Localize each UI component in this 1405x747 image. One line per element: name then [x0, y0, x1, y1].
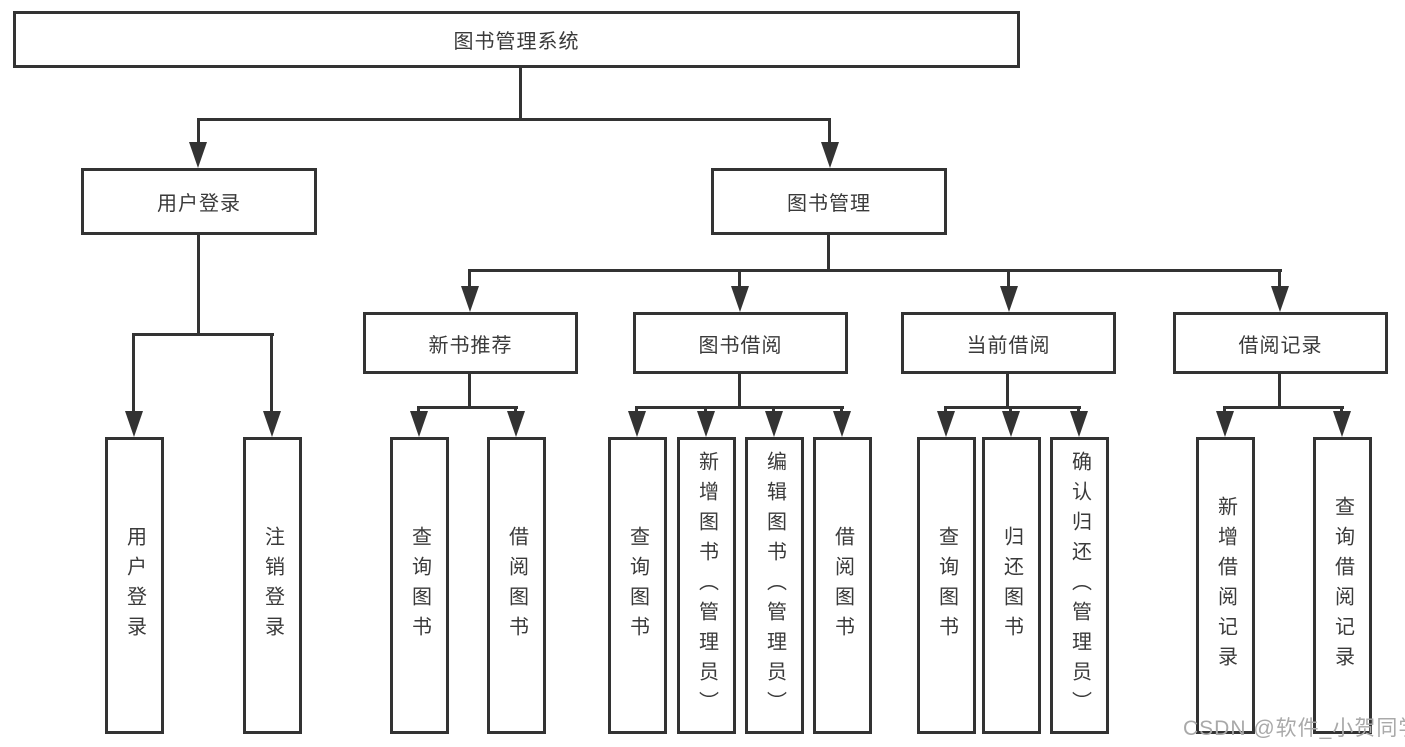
leaf-add-borrow-record-label: 新增借阅记录 — [1214, 495, 1237, 676]
arrow-down-user-login — [189, 142, 207, 168]
connector-drop-borrow-records — [1278, 269, 1281, 290]
arrow-down-c3 — [1070, 411, 1088, 437]
node-book-management: 图书管理 — [711, 168, 947, 235]
leaf-add-book-admin-label: 新增图书（管理员） — [695, 450, 718, 721]
connector-drop-user-login — [197, 118, 200, 146]
connector-drop-leaf-logout — [270, 333, 273, 413]
leaf-user-login: 用户登录 — [105, 437, 164, 734]
node-book-borrow-label: 图书借阅 — [698, 334, 783, 357]
connector-drop-a1 — [417, 406, 420, 414]
node-current-borrow: 当前借阅 — [901, 312, 1116, 374]
arrow-down-c1 — [937, 411, 955, 437]
leaf-query-borrow-record: 查询借阅记录 — [1313, 437, 1372, 734]
connector-drop-c2 — [1009, 406, 1012, 414]
arrow-down-new-book-recommend — [461, 286, 479, 312]
connector-span-new-book-recommend — [417, 406, 518, 409]
node-new-book-recommend-label: 新书推荐 — [428, 334, 513, 357]
leaf-confirm-return-admin: 确认归还（管理员） — [1050, 437, 1109, 734]
arrow-down-current-borrow — [1000, 286, 1018, 312]
arrow-down-d2 — [1333, 411, 1351, 437]
connector-drop-book-borrow — [738, 269, 741, 290]
arrow-down-b3 — [765, 411, 783, 437]
connector-drop-b2 — [704, 406, 707, 414]
arrow-down-book-management — [821, 142, 839, 168]
node-borrow-records-label: 借阅记录 — [1238, 334, 1323, 357]
connector-drop-current-borrow — [1007, 269, 1010, 290]
connector-root-trunk — [519, 67, 522, 120]
connector-drop-c3 — [1077, 406, 1080, 414]
node-user-login-label: 用户登录 — [157, 193, 241, 215]
leaf-logout: 注销登录 — [243, 437, 302, 734]
leaf-query-borrow-record-label: 查询借阅记录 — [1331, 495, 1354, 676]
leaf-query-books-current-label: 查询图书 — [935, 525, 958, 646]
arrow-down-a1 — [410, 411, 428, 437]
connector-user-login-span — [132, 333, 274, 336]
node-current-borrow-label: 当前借阅 — [966, 334, 1051, 357]
connector-drop-a2 — [514, 406, 517, 414]
watermark: CSDN @软件_小贺同学 — [1183, 717, 1405, 740]
leaf-add-book-admin: 新增图书（管理员） — [677, 437, 736, 734]
node-new-book-recommend: 新书推荐 — [363, 312, 578, 374]
arrow-down-borrow-records — [1271, 286, 1289, 312]
connector-user-login-trunk — [197, 235, 200, 335]
arrow-down-c2 — [1002, 411, 1020, 437]
connector-trunk-book-borrow — [738, 374, 741, 409]
node-book-management-label: 图书管理 — [787, 193, 871, 215]
connector-drop-d1 — [1223, 406, 1226, 414]
leaf-query-books-current: 查询图书 — [917, 437, 976, 734]
leaf-borrow-books-recommend: 借阅图书 — [487, 437, 546, 734]
connector-drop-leaf-user-login — [132, 333, 135, 413]
connector-trunk-borrow-records — [1278, 374, 1281, 409]
leaf-return-book-label: 归还图书 — [1000, 525, 1023, 646]
leaf-edit-book-admin: 编辑图书（管理员） — [745, 437, 804, 734]
arrow-down-b1 — [628, 411, 646, 437]
arrow-down-leaf-logout — [263, 411, 281, 437]
leaf-borrow-books-label: 借阅图书 — [831, 525, 854, 646]
leaf-query-books-borrow-label: 查询图书 — [626, 525, 649, 646]
leaf-borrow-books-recommend-label: 借阅图书 — [505, 525, 528, 646]
leaf-user-login-label: 用户登录 — [123, 525, 146, 646]
connector-trunk-current-borrow — [1006, 374, 1009, 409]
connector-drop-new-book-recommend — [468, 269, 471, 290]
node-library-system-label: 图书管理系统 — [453, 31, 580, 53]
connector-book-management-trunk — [827, 235, 830, 272]
node-user-login: 用户登录 — [81, 168, 317, 235]
connector-drop-b4 — [840, 406, 843, 414]
connector-level3-span — [468, 269, 1282, 272]
node-book-borrow: 图书借阅 — [633, 312, 848, 374]
node-library-system: 图书管理系统 — [13, 11, 1020, 68]
leaf-query-books-borrow: 查询图书 — [608, 437, 667, 734]
connector-trunk-new-book-recommend — [468, 374, 471, 409]
leaf-query-books-recommend: 查询图书 — [390, 437, 449, 734]
leaf-confirm-return-admin-label: 确认归还（管理员） — [1068, 450, 1091, 721]
leaf-borrow-books: 借阅图书 — [813, 437, 872, 734]
connector-span-borrow-records — [1223, 406, 1344, 409]
connector-drop-book-management — [828, 118, 831, 146]
leaf-add-borrow-record: 新增借阅记录 — [1196, 437, 1255, 734]
connector-level2-span — [197, 118, 831, 121]
arrow-down-b2 — [697, 411, 715, 437]
leaf-edit-book-admin-label: 编辑图书（管理员） — [763, 450, 786, 721]
arrow-down-book-borrow — [731, 286, 749, 312]
arrow-down-a2 — [507, 411, 525, 437]
node-borrow-records: 借阅记录 — [1173, 312, 1388, 374]
arrow-down-leaf-user-login — [125, 411, 143, 437]
arrow-down-d1 — [1216, 411, 1234, 437]
leaf-return-book: 归还图书 — [982, 437, 1041, 734]
leaf-logout-label: 注销登录 — [261, 525, 284, 646]
connector-drop-c1 — [944, 406, 947, 414]
connector-span-current-borrow — [944, 406, 1081, 409]
connector-drop-b3 — [772, 406, 775, 414]
connector-drop-d2 — [1340, 406, 1343, 414]
arrow-down-b4 — [833, 411, 851, 437]
leaf-query-books-recommend-label: 查询图书 — [408, 525, 431, 646]
connector-drop-b1 — [635, 406, 638, 414]
connector-span-book-borrow — [635, 406, 844, 409]
